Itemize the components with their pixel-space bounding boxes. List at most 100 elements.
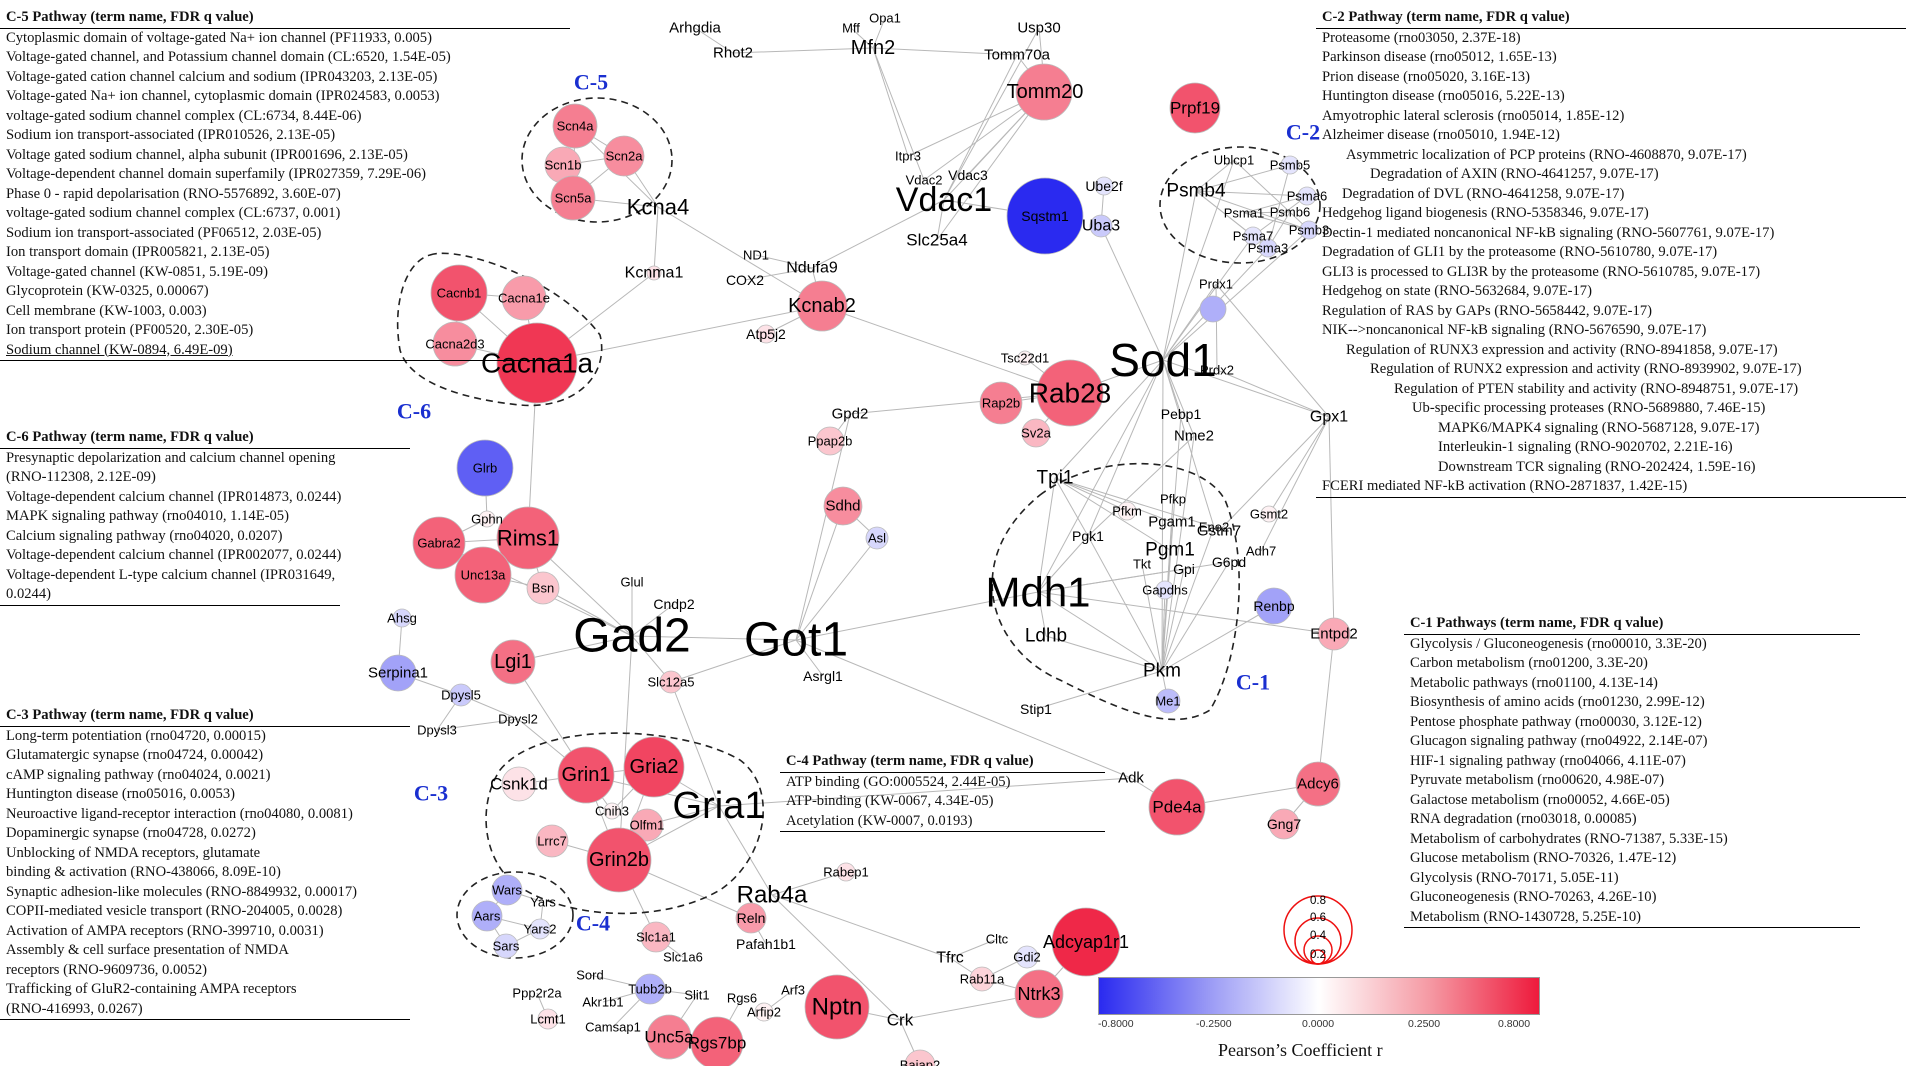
table-row: Downstream TCR signaling (RNO-202424, 1.…: [1438, 458, 1756, 475]
edge-Vdac1-Ndufa9: [811, 199, 945, 269]
edge-Got1-Asrgl1: [795, 639, 824, 677]
node-label-psma1: Psma1: [1224, 206, 1264, 221]
table-row: Regulation of RUNX2 expression and activ…: [1370, 361, 1802, 377]
node-adcy6: [1295, 761, 1341, 807]
node-label-sod1: Sod1: [1109, 334, 1216, 386]
node-prdx1: [1199, 295, 1227, 323]
node-label-cacnb1: Cacnb1: [437, 286, 482, 301]
table-row: COPII-mediated vesicle transport (RNO-20…: [6, 903, 343, 919]
table-row: Gluconeogenesis (RNO-70263, 4.26E-10): [1410, 889, 1657, 905]
node-gapdhs: [1155, 580, 1175, 600]
node-rab11a: [969, 966, 995, 992]
node-slc12a5: [659, 670, 683, 694]
node-gng7: [1268, 808, 1300, 840]
node-label-unc13a: Unc13a: [461, 568, 507, 583]
node-rgs7bp: [690, 1016, 744, 1066]
table-row: Glutamatergic synapse (rno04724, 0.00042…: [6, 747, 264, 763]
table-row: Asymmetric localization of PCP proteins …: [1346, 146, 1747, 163]
node-asl: [865, 526, 889, 550]
node-slc1a1: [640, 921, 672, 953]
node-tsc22d1: [1017, 350, 1033, 366]
node-sars: [493, 933, 519, 959]
node-label-uba3: Uba3: [1082, 218, 1120, 235]
size-legend-label: 0.4: [1310, 930, 1327, 942]
size-legend-label: 0.2: [1310, 949, 1326, 961]
edge-Psmb5-Psma3: [1267, 164, 1291, 249]
node-unc5a: [646, 1014, 692, 1060]
node-label-slc1a1: Slc1a1: [636, 930, 676, 945]
table-row: Voltage-gated cation channel calcium and…: [6, 68, 438, 85]
node-rabep1: [836, 862, 856, 882]
node-kcnma1: [646, 265, 662, 281]
edge-Prdx1-Gpx1: [1215, 283, 1330, 418]
edge-Gpi-Pkm: [1161, 568, 1185, 672]
edge-Gpd2-Got1: [795, 413, 851, 641]
node-uba3: [1089, 214, 1113, 238]
node-label-ldhb: Ldhb: [1025, 626, 1067, 647]
node-label-pafah1b1: Pafah1b1: [736, 936, 796, 952]
node-label-glrb: Glrb: [473, 461, 498, 476]
cluster-c6-outline: [396, 252, 603, 407]
node-atp5j2: [756, 324, 776, 344]
table-row: Glycolysis (RNO-70171, 5.05E-11): [1410, 869, 1619, 886]
table-header: C-4 Pathway (term name, FDR q value): [780, 752, 1105, 773]
node-label-adcyap1r1: Adcyap1r1: [1043, 932, 1129, 952]
node-label-gad2: Gad2: [573, 610, 690, 663]
edge-Psmb4-Sod1: [1162, 190, 1197, 361]
table-row: Glucose metabolism (RNO-70326, 1.47E-12): [1410, 850, 1677, 866]
edge-Mdh1-Ldhb: [1037, 591, 1047, 637]
edge-Mdh1-Pkm: [1037, 591, 1163, 672]
node-label-crk: Crk: [887, 1011, 914, 1030]
node-gabra2: [412, 516, 466, 570]
table-row: RNA degradation (rno03018, 0.00085): [1410, 811, 1637, 827]
node-label-got1: Got1: [744, 614, 848, 667]
node-label-adh7: Adh7: [1246, 544, 1276, 559]
node-label-grin1: Grin1: [562, 764, 611, 786]
table-row: Degradation of DVL (RNO-4641258, 9.07E-1…: [1342, 185, 1625, 202]
node-scn2a: [603, 135, 645, 177]
table-rows: Long-term potentiation (rno04720, 0.0001…: [0, 727, 410, 1020]
edge-Psma6-Psma1: [1243, 195, 1308, 214]
edge-Tpi1-Pgm1: [1054, 477, 1171, 551]
table-row: Voltage-dependent channel domain superfa…: [6, 166, 427, 182]
table-header: C-5 Pathway (term name, FDR q value): [0, 8, 570, 29]
node-label-prdx2: Prdx2: [1200, 363, 1234, 378]
edge-Ldhb-Pkm: [1045, 635, 1163, 672]
edge-Psmb3-Sod1: [1162, 229, 1310, 361]
node-label-gpx1: Gpx1: [1310, 409, 1348, 426]
node-label-sdhd: Sdhd: [825, 498, 860, 515]
node-label-prpf19: Prpf19: [1170, 99, 1220, 118]
node-label-scn2a: Scn2a: [606, 149, 644, 164]
table-row: (RNO-416993, 0.0267): [6, 1000, 143, 1017]
node-me1: [1155, 688, 1181, 714]
node-label-kcnma1: Kcnma1: [625, 265, 684, 282]
node-label-gstm7: Gstm7: [1197, 523, 1241, 540]
node-label-gabra2: Gabra2: [417, 536, 460, 551]
node-rab28: [1036, 359, 1104, 427]
edge-Uba3-Sod1: [1100, 225, 1164, 361]
edge-Sod1-Nme2: [1162, 359, 1195, 437]
node-label-lrrc7: Lrrc7: [537, 834, 567, 849]
table-row: Acetylation (KW-0007, 0.0193): [786, 812, 973, 829]
cluster-labels-layer: C-5C-6C-3C-4C-2C-1: [397, 70, 1320, 936]
node-label-slc25a4: Slc25a4: [906, 231, 967, 250]
node-label-rgs7bp: Rgs7bp: [688, 1034, 747, 1053]
table-row: Metabolic pathways (rno01100, 4.13E-14): [1410, 674, 1658, 691]
node-label-camsap1: Camsap1: [585, 1020, 641, 1035]
table-row: Dectin-1 mediated noncanonical NF-kB sig…: [1322, 224, 1775, 241]
table-row: Cytoplasmic domain of voltage-gated Na+ …: [6, 29, 432, 46]
node-gdi2: [1015, 945, 1039, 969]
node-label-arfip2: Arfip2: [747, 1005, 781, 1020]
table-row: Voltage gated sodium channel, alpha subu…: [6, 146, 408, 163]
node-label-slc12a5: Slc12a5: [648, 675, 695, 690]
node-label-serpina1: Serpina1: [368, 665, 428, 682]
edge-Gad2-Got1: [631, 635, 797, 641]
edge-Psmb4-Psmb5: [1195, 164, 1291, 192]
node-label-vdac1: Vdac1: [896, 181, 992, 219]
node-label-gdi2: Gdi2: [1013, 950, 1040, 965]
table-rows: Proteasome (rno03050, 2.37E-18)Parkinson…: [1316, 29, 1906, 497]
node-pde4a: [1148, 778, 1206, 836]
node-label-bsn: Bsn: [532, 581, 554, 596]
node-entpd2: [1317, 617, 1351, 651]
table-row: Galactose metabolism (rno00052, 4.66E-05…: [1410, 791, 1670, 808]
